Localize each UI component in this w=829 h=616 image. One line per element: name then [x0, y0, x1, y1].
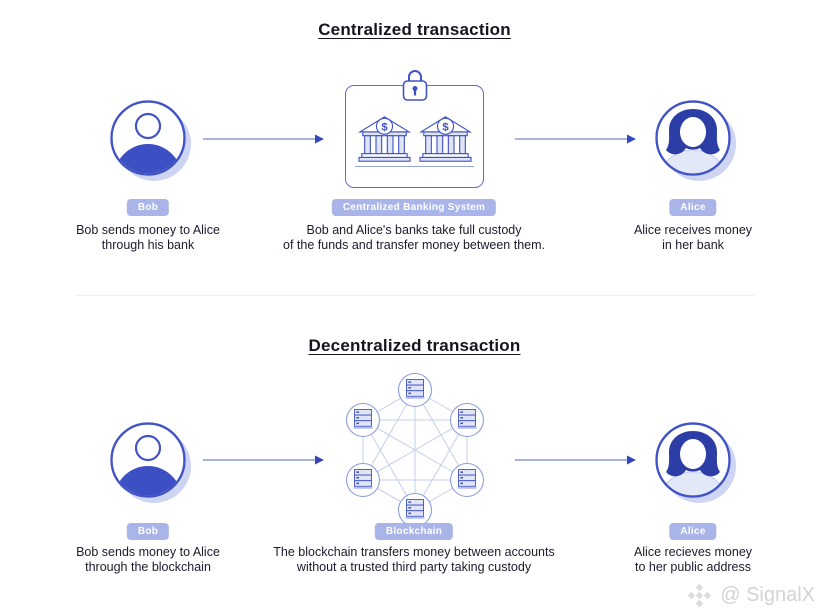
- server-node-icon: [397, 492, 433, 528]
- caption-line: through the blockchain: [85, 560, 211, 574]
- arrow-right-icon: [514, 454, 637, 466]
- bob-caption: Bob sends money to Alice through his ban…: [33, 223, 263, 253]
- bank-icon: $: [419, 116, 472, 162]
- dollar-sign: $: [442, 122, 449, 134]
- section-title-text: Decentralized transaction: [308, 336, 521, 355]
- server-node-icon: [449, 462, 485, 498]
- arrow-right-icon: [202, 454, 325, 466]
- arrow-right-icon: [514, 133, 637, 145]
- blockchain-badge: Blockchain: [374, 523, 454, 540]
- bob-avatar-icon: [108, 420, 192, 504]
- caption-line: Bob sends money to Alice: [76, 545, 220, 559]
- dollar-sign: $: [381, 122, 388, 134]
- caption-line: of the funds and transfer money between …: [283, 238, 545, 252]
- alice-badge: Alice: [669, 199, 717, 216]
- alice-badge: Alice: [669, 523, 717, 540]
- section-title-text: Centralized transaction: [318, 20, 511, 39]
- alice-caption: Alice recieves money to her public addre…: [578, 545, 808, 575]
- watermark: @ SignalX: [686, 582, 815, 609]
- bob-caption: Bob sends money to Alice through the blo…: [33, 545, 263, 575]
- caption-line: Bob and Alice's banks take full custody: [306, 223, 522, 237]
- caption-line: Alice recieves money: [633, 545, 753, 559]
- bob-badge: Bob: [126, 523, 170, 540]
- section-title-centralized: Centralized transaction: [0, 20, 829, 40]
- caption-line: in her bank: [662, 238, 724, 252]
- center-caption: The blockchain transfers money between a…: [249, 545, 579, 575]
- section-divider: [75, 295, 755, 296]
- alice-caption: Alice receives money in her bank: [578, 223, 808, 253]
- server-node-icon: [397, 372, 433, 408]
- centralized-banking-box: $ $: [345, 70, 484, 188]
- caption-line: to her public address: [634, 560, 752, 574]
- caption-line: Bob sends money to Alice: [76, 223, 220, 237]
- alice-avatar-icon: [653, 98, 737, 182]
- bob-badge: Bob: [126, 199, 170, 216]
- centralized-banking-system-badge: Centralized Banking System: [331, 199, 497, 216]
- server-node-icon: [345, 462, 381, 498]
- center-caption: Bob and Alice's banks take full custody …: [249, 223, 579, 253]
- watermark-text: @ SignalX: [720, 584, 815, 606]
- bob-avatar-icon: [108, 98, 192, 182]
- server-node-icon: [345, 402, 381, 438]
- binance-logo-icon: [687, 583, 712, 608]
- lock-icon: [402, 70, 427, 101]
- arrow-right-icon: [202, 133, 325, 145]
- bank-icon: $: [358, 116, 411, 162]
- caption-line: without a trusted third party taking cus…: [296, 560, 532, 574]
- blockchain-network-icon: [345, 372, 485, 528]
- bank-ground-line: [355, 166, 474, 167]
- server-node-icon: [449, 402, 485, 438]
- caption-line: through his bank: [101, 238, 195, 252]
- alice-avatar-icon: [653, 420, 737, 504]
- caption-line: The blockchain transfers money between a…: [273, 545, 555, 559]
- caption-line: Alice receives money: [633, 223, 753, 237]
- section-title-decentralized: Decentralized transaction: [0, 336, 829, 356]
